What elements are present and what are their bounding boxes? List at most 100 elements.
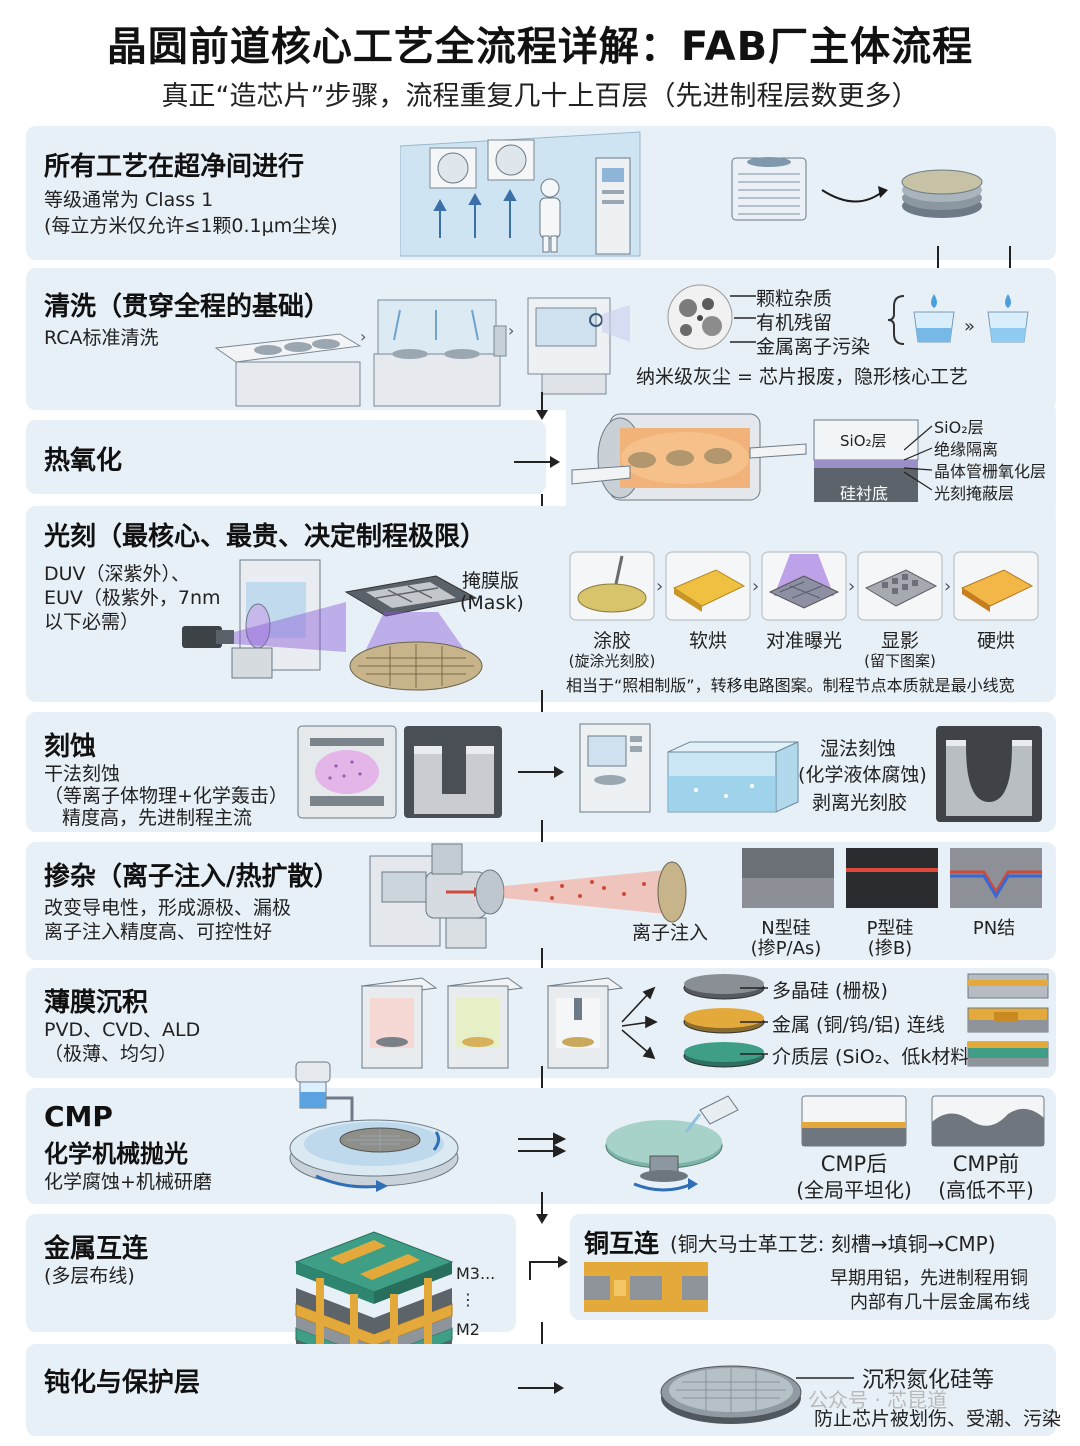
- svg-text:›: ›: [848, 576, 855, 597]
- cmp-polisher-illustration: [289, 1061, 459, 1192]
- ald-chamber-icon: [546, 977, 624, 1069]
- n-type-sub: (掺P/As): [750, 938, 822, 959]
- copper-desc-1: 早期用铝，先进制程用铜: [830, 1268, 1028, 1289]
- film-label-1: 多晶硅 (栅极): [772, 980, 888, 1002]
- cmp-double-arrow: [518, 1132, 567, 1158]
- wafer-die-grid-icon: [349, 641, 483, 691]
- passivated-wafer-icon: [660, 1365, 802, 1424]
- p-type-silicon-icon: [846, 848, 938, 908]
- filter-to-wafer-illustration: [731, 157, 983, 221]
- watermark: 公众号 · 芯昆道: [808, 1388, 948, 1412]
- contaminant-label-2: 有机残留: [756, 312, 833, 334]
- page-title: 晶圆前道核心工艺全流程详解：FAB厂主体流程: [106, 24, 974, 70]
- flow-arrow-7: [536, 1192, 548, 1224]
- doping-title: 掺杂（离子注入/热扩散）: [44, 862, 340, 892]
- lithography-desc-3: 以下必需）: [44, 611, 140, 633]
- cleaning-desc: RCA标准清洗: [44, 327, 159, 349]
- svg-text:›: ›: [944, 576, 951, 597]
- ion-implanter-illustration: [369, 843, 687, 949]
- svg-text:›: ›: [656, 576, 663, 597]
- mask-label-1: 掩膜版: [462, 570, 520, 592]
- passivation-title: 钝化与保护层: [44, 1368, 201, 1398]
- cleaning-title: 清洗（贯穿全程的基础）: [44, 292, 331, 322]
- oxidation-arrow: [514, 456, 560, 468]
- etch-wet-2: (化学液体腐蚀): [798, 764, 927, 786]
- litho-step-note-1: (旋涂光刻胶): [568, 652, 656, 670]
- step-coat-icon: [569, 551, 655, 621]
- clean-water-illustration: »: [887, 294, 1029, 345]
- copper-sub: (铜大马士革工艺: 刻槽→填铜→CMP): [670, 1232, 996, 1256]
- lithography-desc-1: DUV（深紫外）、: [44, 563, 191, 585]
- layer-label-m3: M3...: [456, 1264, 496, 1283]
- section-oxidation-left: [26, 420, 546, 494]
- doping-desc-2: 离子注入精度高、可控性好: [44, 921, 273, 943]
- litho-step-3: 对准曝光: [765, 630, 843, 652]
- dielectric-section-icon: [967, 1041, 1049, 1067]
- oxide-layer-top-label: SiO₂层: [840, 432, 887, 450]
- p-type-sub: (掺B): [867, 938, 913, 959]
- cvd-chamber-icon: [446, 977, 524, 1069]
- chemical-bath-icon: [667, 741, 799, 813]
- litho-step-2: 软烘: [688, 630, 728, 652]
- pvd-chamber-icon: [360, 977, 438, 1069]
- litho-step-4: 显影: [880, 630, 920, 652]
- wet-bench-1: [214, 333, 362, 407]
- doping-desc-1: 改变导电性，形成源极、漏极: [44, 897, 292, 919]
- wet-etch-tool: [579, 723, 651, 813]
- film-label-3: 介质层 (SiO₂、低k材料): [772, 1046, 977, 1068]
- cmp-before-label: CMP前: [952, 1152, 1020, 1176]
- copper-title: 铜互连: [584, 1229, 660, 1258]
- mask-label-2: (Mask): [460, 592, 524, 614]
- passivation-desc-2: 防止芯片被划伤、受潮、污染: [814, 1408, 1062, 1430]
- film-label-2: 金属 (铜/钨/铝) 连线: [772, 1014, 945, 1036]
- contaminant-pointer-lines: [730, 295, 756, 343]
- water-beaker-icon: [913, 294, 955, 343]
- oxidation-furnace-illustration: [571, 413, 807, 501]
- layer-label-dots: ⋮: [460, 1290, 476, 1309]
- film-pointer-lines: [740, 987, 768, 1055]
- litho-step-1: 涂胶: [592, 630, 632, 652]
- page-subtitle: 真正“造芯片”步骤，流程重复几十上百层（先进制程层数更多）: [161, 81, 919, 112]
- interconnect-elbow-arrow: [529, 1256, 568, 1280]
- wet-bench-illustration: › ›: [214, 297, 630, 407]
- dry-etch-illustration: [297, 725, 502, 819]
- cleanroom-title: 所有工艺在超净间进行: [44, 152, 305, 182]
- before-cmp-profile-icon: [931, 1095, 1045, 1147]
- metal-layer-m3: [294, 1231, 454, 1304]
- n-type-label: N型硅: [761, 918, 811, 939]
- doping-types-illustration: [742, 848, 1042, 908]
- section-passivation: [26, 1344, 1056, 1436]
- contaminant-particles-icon: [667, 284, 733, 350]
- cmp-after-sub: (全局平坦化): [796, 1178, 912, 1202]
- etch-arrow: [518, 766, 564, 778]
- cmp-title: CMP: [44, 1100, 113, 1133]
- oxide-use-3: 晶体管栅氧化层: [934, 462, 1047, 481]
- etch-dry-1: 干法刻蚀: [44, 763, 121, 785]
- litho-step-note-2: (留下图案): [864, 652, 936, 670]
- cmp-wafer-pour-illustration: [605, 1095, 739, 1192]
- svg-text:›: ›: [360, 327, 366, 346]
- passivation-arrow: [518, 1382, 564, 1394]
- damascene-icon: [584, 1262, 708, 1312]
- lithography-note: 相当于“照相制版”，转移电路图案。制程节点本质就是最小线宽: [566, 676, 1015, 695]
- litho-step-5: 硬烘: [976, 630, 1016, 652]
- wet-etch-profile-icon: [936, 726, 1042, 822]
- wet-bench-2: [373, 299, 507, 407]
- step-hardbake-icon: [953, 551, 1039, 621]
- etch-wet-3: 剥离光刻胶: [812, 792, 908, 814]
- scanner-illustration: [182, 559, 483, 691]
- passivation-desc-1: 沉积氮化硅等: [862, 1368, 995, 1393]
- film-cross-sections: [967, 973, 1049, 1067]
- cleanroom-illustration: [400, 131, 641, 257]
- wafer-stack-icon: [901, 169, 983, 218]
- n-type-silicon-icon: [742, 848, 834, 908]
- contaminant-label-1: 颗粒杂质: [756, 288, 833, 310]
- step-expose-icon: [761, 551, 847, 621]
- after-cmp-profile-icon: [801, 1095, 907, 1147]
- etch-title: 刻蚀: [44, 732, 97, 762]
- cmp-before-sub: (高低不平): [938, 1178, 1034, 1202]
- etch-dry-3: 精度高，先进制程主流: [62, 807, 253, 829]
- deposition-desc-1: PVD、CVD、ALD: [44, 1019, 201, 1041]
- etch-wet-1: 湿法刻蚀: [820, 738, 897, 760]
- polysilicon-section-icon: [967, 973, 1049, 999]
